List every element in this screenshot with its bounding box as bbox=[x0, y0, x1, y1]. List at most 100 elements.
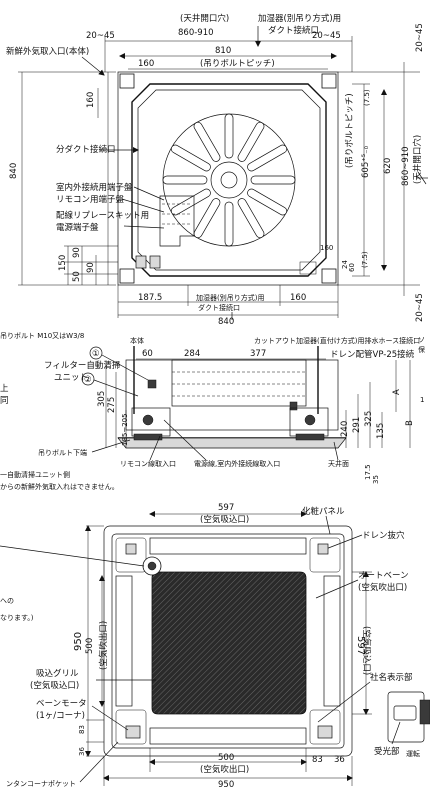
callout-2 bbox=[81, 372, 95, 386]
branch-duct-label: 分ダクト接続口 bbox=[56, 144, 116, 155]
dim-160-left: 160 bbox=[86, 92, 96, 108]
ceiling-opening-side: (天井開口穴) bbox=[412, 135, 423, 184]
corner-tl bbox=[115, 537, 147, 573]
filter-unit-side-note: 一自動清掃ユニット側 bbox=[0, 470, 70, 479]
body-octagon bbox=[131, 83, 327, 277]
drain-outlet bbox=[299, 261, 317, 275]
leader bbox=[149, 435, 161, 461]
fresh-air-intake-label: 新鮮外気取入口(本体) bbox=[6, 46, 89, 57]
leader bbox=[121, 198, 165, 213]
receiver-window bbox=[393, 705, 417, 721]
dim-597-right: 597 bbox=[355, 636, 366, 655]
air-intake-right: (空気吸込口) bbox=[361, 626, 372, 675]
dim-83-left: 83 bbox=[78, 725, 86, 734]
pipe-connector-2 bbox=[135, 255, 147, 269]
dim-20-45-side-bottom: 20~45 bbox=[415, 293, 425, 322]
leader-fan bbox=[0, 545, 145, 567]
corner-tr bbox=[309, 537, 341, 573]
dim-20-45-side-top: 20~45 bbox=[415, 23, 425, 52]
dim-620: 620 bbox=[383, 158, 393, 174]
hanging-bolt-label: 吊りボルト M10又はW3/8 bbox=[0, 332, 84, 340]
outlet-bottom bbox=[149, 727, 307, 745]
filter-unit-motor bbox=[142, 414, 154, 426]
power-wire-intake-label: 電源線,室内外接続線取入口 bbox=[194, 459, 280, 468]
dim-150: 150 bbox=[58, 255, 68, 271]
body-label: 本体 bbox=[130, 336, 144, 345]
auto-vane-label: オートベーン bbox=[358, 571, 409, 581]
leader bbox=[163, 419, 207, 461]
vane-motor-bl bbox=[125, 725, 141, 739]
bolt-pitch-top: (吊りボルトピッチ) bbox=[200, 59, 275, 69]
dim-A: A bbox=[392, 389, 402, 395]
leader bbox=[333, 441, 339, 461]
dim-83-right: 83 bbox=[312, 755, 323, 765]
dim-500-bottom: 500 bbox=[218, 753, 234, 763]
dim-325: 325 bbox=[364, 411, 374, 427]
side-panel bbox=[117, 437, 347, 449]
fitting-2 bbox=[289, 401, 298, 411]
corner-bl bbox=[115, 709, 147, 745]
dim-160-top: 160 bbox=[138, 59, 154, 69]
dim-284: 284 bbox=[184, 349, 200, 359]
company-name-label: 社名表示部 bbox=[370, 672, 413, 683]
fitting-1 bbox=[147, 379, 157, 389]
dim-20-45-left: 20~45 bbox=[86, 31, 115, 41]
left-note-b: 同 bbox=[0, 396, 9, 406]
dim-597-top: 597 bbox=[218, 503, 234, 513]
dim-24: 24 bbox=[341, 260, 349, 269]
note-ho: 保 bbox=[418, 345, 425, 354]
leader bbox=[325, 515, 331, 535]
panel-corner-left bbox=[133, 433, 163, 441]
dim-60: 60 bbox=[348, 263, 356, 272]
dim-160-right: 160 bbox=[320, 244, 333, 252]
outlet-left bbox=[115, 575, 133, 707]
dim-185-205: 185~205 bbox=[121, 413, 129, 446]
terminal-box bbox=[159, 195, 195, 247]
bottom-view: 597 (空気吸込口) 化粧パネル ドレン抜穴 オートベーン (空気吹出口) bbox=[0, 503, 430, 789]
dim-B: B bbox=[405, 420, 415, 426]
dim-160-bottom: 160 bbox=[290, 293, 306, 303]
receiver-label: 受光部 bbox=[374, 746, 400, 757]
suction-grille-label: 吸込グリル bbox=[36, 668, 79, 679]
hanging-bracket-br bbox=[321, 268, 337, 284]
dim-950-bottom: 950 bbox=[218, 780, 234, 789]
power-terminal-label: 電源端子盤 bbox=[56, 222, 99, 233]
dim-240: 240 bbox=[340, 421, 350, 437]
drain-connector bbox=[304, 414, 316, 426]
panel-inner bbox=[111, 533, 345, 749]
dim-36-left: 36 bbox=[78, 747, 86, 756]
leader bbox=[123, 225, 165, 229]
air-intake-top: (空気吸込口) bbox=[200, 514, 249, 525]
dim-840-left: 840 bbox=[9, 163, 19, 179]
vane-motor-tr bbox=[317, 543, 329, 555]
dim-17-5: 17.5 bbox=[364, 464, 372, 480]
filter-unit-label-b: ユニット bbox=[54, 373, 88, 383]
suction-grille-sub: (空気吸込口) bbox=[30, 680, 79, 691]
vane-motor-tl bbox=[125, 543, 137, 555]
dim-7-5-bottom: (7.5) bbox=[361, 251, 369, 268]
note-so: ソ bbox=[418, 336, 425, 344]
corner-br bbox=[309, 709, 341, 745]
bolt-bottom-end-label: 吊りボルト下端 bbox=[38, 448, 87, 457]
drain-pan-ribs bbox=[162, 113, 296, 247]
leader bbox=[79, 741, 119, 783]
air-outlet-bottom: (空気吹出口) bbox=[200, 764, 249, 775]
top-view: (天井開口穴) 加湿器(別吊り方式)用 ダクト接続口 860-910 20~45… bbox=[6, 13, 428, 327]
dim-500-left: 500 bbox=[85, 638, 95, 654]
dim-20-45-right: 20~45 bbox=[312, 31, 341, 41]
dim-275: 275 bbox=[107, 397, 117, 413]
air-outlet-left: (空気吹出口) bbox=[98, 621, 109, 670]
bolt-pitch-side: (吊りボルトピッチ) bbox=[345, 93, 355, 168]
inner-octagon bbox=[137, 89, 321, 271]
fan-center bbox=[147, 561, 157, 571]
leader bbox=[315, 579, 359, 599]
dim-810: 810 bbox=[215, 46, 231, 56]
fresh-air-note: からの新鮮外気取入れはできません。 bbox=[0, 482, 119, 491]
leader bbox=[317, 681, 371, 723]
note-1: 1 bbox=[420, 396, 424, 404]
humidifier-duct-label-bottom: 加湿器(別吊り方式)用 bbox=[196, 293, 264, 302]
suction-grille bbox=[151, 571, 307, 715]
body-outline bbox=[117, 71, 339, 286]
duct-connection-label-top: ダクト接続口 bbox=[268, 25, 319, 36]
hanging-bracket-bl bbox=[119, 268, 135, 284]
